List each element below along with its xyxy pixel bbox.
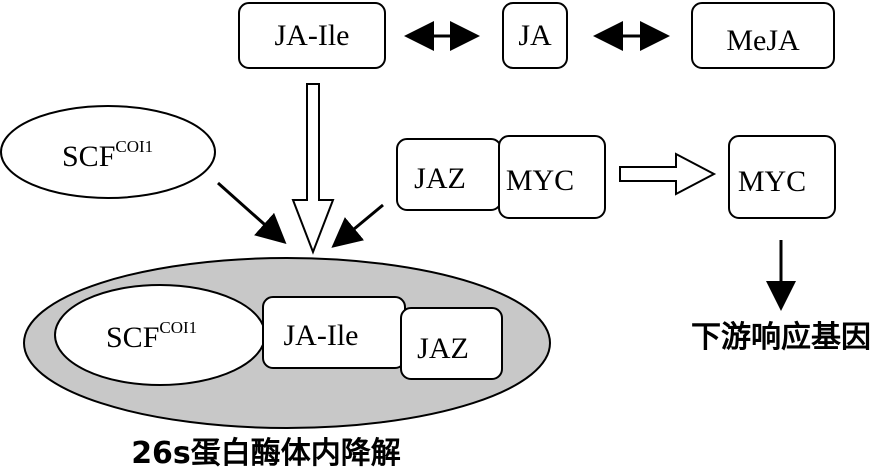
scf-superscript: COI1	[115, 137, 153, 156]
ja-ile-hollow-down-arrow	[291, 83, 335, 255]
complex-scf-label: SCF	[106, 321, 159, 354]
complex-ja-ile-box: JA-Ile	[262, 296, 406, 369]
complex-scf-ellipse: SCFCOI1	[54, 284, 266, 386]
complex-jaz-box: JAZ	[400, 307, 503, 380]
ja-box: JA	[502, 2, 568, 69]
jaz-diagonal-arrow	[331, 203, 384, 248]
myc-bound-label: MYC	[506, 164, 574, 197]
scf-diagonal-arrow	[217, 181, 287, 244]
complex-scf-superscript: COI1	[159, 318, 197, 337]
meja-label: MeJA	[726, 24, 800, 57]
scf-coi1-ellipse: SCFCOI1	[0, 105, 216, 199]
jaz-label: JAZ	[414, 162, 466, 195]
complex-jaz-label: JAZ	[417, 332, 469, 365]
myc-box-free: MYC	[728, 135, 836, 219]
ja-ile-box: JA-Ile	[238, 2, 386, 69]
complex-ja-ile-label: JA-Ile	[284, 319, 359, 352]
myc-free-label: MYC	[738, 165, 806, 198]
ja-label: JA	[518, 19, 552, 52]
svg-text:SCFCOI1: SCFCOI1	[62, 137, 153, 173]
jaz-box: JAZ	[396, 138, 502, 211]
degradation-label: 26s蛋白酶体内降解	[131, 436, 401, 470]
myc-box-bound: MYC	[498, 135, 606, 219]
myc-release-hollow-arrow	[619, 152, 717, 196]
svg-text:SCFCOI1: SCFCOI1	[106, 318, 197, 354]
ja-ile-label: JA-Ile	[275, 19, 350, 52]
downstream-genes-label: 下游响应基因	[691, 320, 871, 355]
meja-box: MeJA	[691, 2, 835, 69]
scf-label: SCF	[62, 140, 115, 173]
